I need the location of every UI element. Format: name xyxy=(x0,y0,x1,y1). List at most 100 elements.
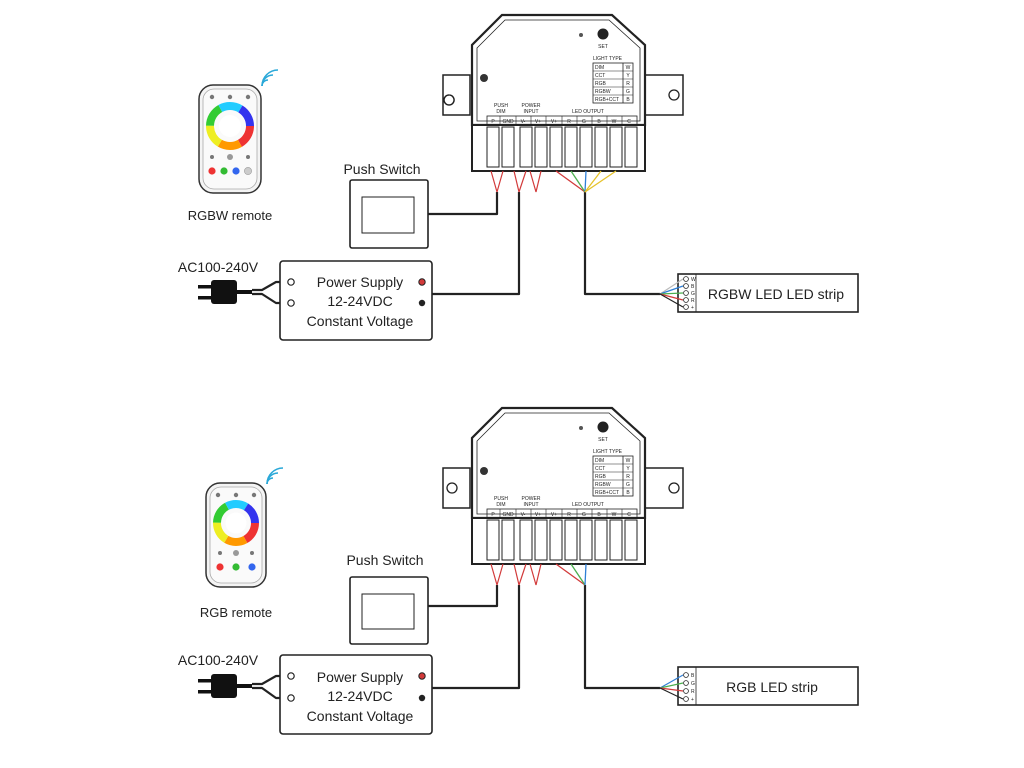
strip-pin-marker xyxy=(683,672,689,678)
led-strip xyxy=(659,666,859,706)
power-input-label-1: POWER xyxy=(522,496,541,502)
terminal-label: G xyxy=(582,512,586,518)
light-type-name: DIM xyxy=(595,65,604,71)
strip-pin-marker xyxy=(683,297,689,303)
light-type-name: RGB+CCT xyxy=(595,490,619,496)
psu-line-3: Constant Voltage xyxy=(307,708,414,724)
rgb-remote xyxy=(205,467,284,588)
power-supply xyxy=(279,260,433,341)
strip-pin-marker xyxy=(683,680,689,686)
strip-pin-marker xyxy=(683,276,689,282)
light-type-code: B xyxy=(626,490,630,496)
power-plug-icon xyxy=(198,674,252,698)
strip-pin-marker xyxy=(683,283,689,289)
light-type-code: G xyxy=(626,482,630,488)
led-strip xyxy=(659,273,859,313)
strip-pin-label: W xyxy=(691,277,696,283)
terminal-label: V+ xyxy=(535,119,541,125)
strip-pin-label: G xyxy=(691,681,695,687)
light-type-code: R xyxy=(626,474,630,480)
light-type-code: Y xyxy=(626,73,630,79)
terminal-label: V+ xyxy=(551,512,557,518)
push-dim-label-1: PUSH xyxy=(494,496,508,502)
strip-pin-label: B xyxy=(691,673,695,679)
psu-to-controller-wire xyxy=(432,585,521,690)
color-wheel-icon xyxy=(213,500,259,546)
strip-pin-label: + xyxy=(691,697,694,703)
strip-pin-label: R xyxy=(691,689,695,695)
psu-line-3: Constant Voltage xyxy=(307,313,414,329)
terminal-label: W xyxy=(612,119,617,125)
terminal-label: B xyxy=(597,119,601,125)
rgbw-remote xyxy=(198,69,279,194)
light-type-code: W xyxy=(626,458,631,464)
set-button-label: SET xyxy=(598,44,608,50)
led-output-wire xyxy=(583,585,660,690)
terminal-label: R xyxy=(567,119,571,125)
push-dim-label-2: DIM xyxy=(496,502,505,508)
light-type-name: DIM xyxy=(595,458,604,464)
strip-pin-label: G xyxy=(691,291,695,297)
wiring-diagram-rgbw: RGBW remote Push Switch AC100-240V Power… xyxy=(178,13,859,341)
push-switch-label: Push Switch xyxy=(346,552,423,568)
push-switch xyxy=(349,179,429,249)
power-input-label-2: INPUT xyxy=(524,502,539,508)
psu-to-controller-wire xyxy=(432,192,521,296)
led-output-wire xyxy=(583,192,660,296)
ac-voltage-label: AC100-240V xyxy=(178,259,259,275)
led-output-label: LED OUTPUT xyxy=(572,109,604,115)
power-input-label-1: POWER xyxy=(522,103,541,109)
light-type-code: Y xyxy=(626,466,630,472)
light-type-name: RGB xyxy=(595,474,607,480)
light-type-title: LIGHT TYPE xyxy=(593,56,623,62)
push-switch-wire xyxy=(428,585,499,608)
remote-label: RGB remote xyxy=(200,605,272,620)
light-type-name: RGB xyxy=(595,81,607,87)
strip-pin-marker xyxy=(683,290,689,296)
strip-pin-marker xyxy=(683,304,689,310)
light-type-name: RGBW xyxy=(595,482,611,488)
light-type-name: CCT xyxy=(595,73,605,79)
terminal-label: G xyxy=(582,119,586,125)
strip-pin-label: B xyxy=(691,284,695,290)
power-plug-icon xyxy=(198,280,252,304)
light-type-name: CCT xyxy=(595,466,605,472)
push-dim-label-2: DIM xyxy=(496,109,505,115)
light-type-name: RGBW xyxy=(595,89,611,95)
wireless-signal-icon xyxy=(266,467,284,485)
color-wheel-icon xyxy=(206,102,254,150)
set-button-label: SET xyxy=(598,437,608,443)
terminal-label: C xyxy=(627,119,631,125)
terminal-label: V- xyxy=(521,119,526,125)
push-switch xyxy=(349,576,429,645)
push-switch-wire xyxy=(428,192,499,216)
terminal-label: V+ xyxy=(551,119,557,125)
wireless-signal-icon xyxy=(261,69,279,87)
push-switch-label: Push Switch xyxy=(343,161,420,177)
controller-module xyxy=(442,406,684,565)
led-output-label: LED OUTPUT xyxy=(572,502,604,508)
strip-pin-marker xyxy=(683,688,689,694)
terminal-label: GND xyxy=(502,512,514,518)
strip-pin-label: R xyxy=(691,298,695,304)
terminal-label: B xyxy=(597,512,601,518)
led-strip-label: RGBW LED LED strip xyxy=(708,286,844,302)
terminal-label: W xyxy=(612,512,617,518)
terminal-label: V+ xyxy=(535,512,541,518)
light-type-title: LIGHT TYPE xyxy=(593,449,623,455)
terminal-label: V- xyxy=(521,512,526,518)
light-type-name: RGB+CCT xyxy=(595,97,619,103)
terminal-label: R xyxy=(567,512,571,518)
light-type-code: G xyxy=(626,89,630,95)
psu-line-1: Power Supply xyxy=(317,669,403,685)
light-type-code: R xyxy=(626,81,630,87)
light-type-code: B xyxy=(626,97,630,103)
remote-label: RGBW remote xyxy=(188,208,273,223)
psu-line-1: Power Supply xyxy=(317,274,403,290)
psu-line-2: 12-24VDC xyxy=(327,688,392,704)
light-type-code: W xyxy=(626,65,631,71)
terminal-label: P xyxy=(491,119,495,125)
push-dim-label-1: PUSH xyxy=(494,103,508,109)
terminal-label: C xyxy=(627,512,631,518)
